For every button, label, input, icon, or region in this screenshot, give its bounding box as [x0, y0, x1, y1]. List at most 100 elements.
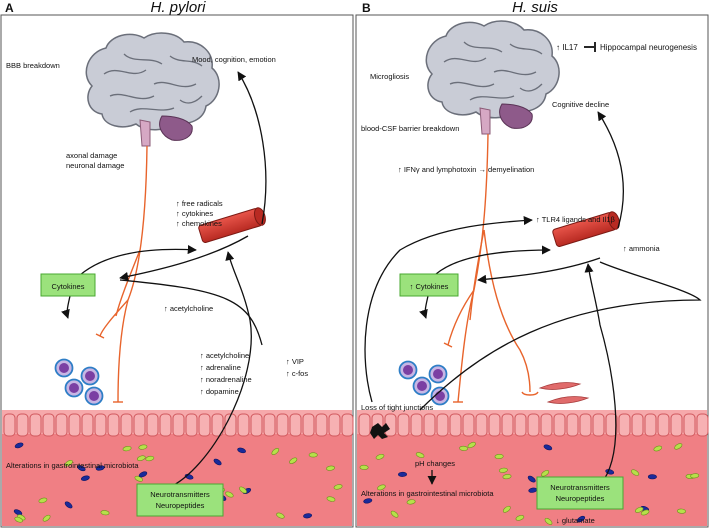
bacterium-green [375, 453, 385, 460]
villus [133, 413, 146, 437]
bacterium-green [138, 444, 148, 450]
villus [579, 413, 592, 437]
bacterium-green [289, 457, 298, 464]
villus [644, 413, 657, 437]
bacterium-blue [363, 498, 373, 504]
arrows-a [61, 71, 267, 489]
villus [436, 413, 449, 437]
tight-junction-icon [370, 423, 390, 439]
glutamate-label: ↓ glutamate [556, 516, 595, 525]
bacterium-blue [64, 501, 73, 509]
bacterium-green [145, 455, 155, 462]
villus [185, 413, 198, 437]
bacterium-green [634, 506, 644, 513]
bacterium-green [690, 473, 700, 479]
brain-a-icon [85, 32, 220, 147]
villus [341, 413, 354, 437]
villus [328, 413, 341, 437]
blood-vessel-b [552, 211, 620, 247]
il17-label: ↑ IL17 [556, 43, 578, 52]
cytokines-up-label: ↑ cytokines [176, 209, 213, 218]
neuro-box-a-line1: Neurotransmitters [150, 490, 210, 499]
vagus-nerve-b [443, 133, 539, 403]
bacterium-green [415, 452, 425, 458]
villus [211, 413, 224, 437]
smooth-muscle-cells [538, 382, 590, 404]
bacterium-green [239, 486, 247, 494]
bacterium-green [406, 499, 416, 505]
bacterium-green [326, 465, 335, 471]
villus [475, 413, 488, 437]
villus [670, 413, 683, 437]
neuro-box-a [136, 483, 224, 517]
villus [683, 413, 696, 437]
villus [224, 413, 237, 437]
immune-cells-b [398, 360, 450, 406]
microbiota-a [13, 442, 343, 523]
neuronal-label: neuronal damage [66, 161, 124, 170]
bacterium-blue [77, 465, 86, 472]
villus [198, 413, 211, 437]
bacterium-blue [543, 444, 553, 451]
bacterium-green [541, 470, 550, 477]
bacterium-green [333, 484, 343, 490]
vagus-nerve-a [95, 145, 148, 403]
villus [501, 413, 514, 437]
villus [289, 413, 302, 437]
tlr4-label: ↑ TLR4 ligands and Il1β [536, 215, 615, 224]
villus [29, 413, 42, 437]
ifn-label: ↑ IFNγ and lymphotoxin → demyelination [398, 165, 534, 174]
villus [462, 413, 475, 437]
panel-b-title: H. suis [512, 0, 558, 16]
microgliosis-label: Microgliosis [370, 72, 409, 81]
panel-b-frame [355, 14, 709, 528]
cytokines-box-a [40, 273, 96, 297]
villus [315, 413, 328, 437]
ph-label: pH changes [415, 459, 455, 468]
bacterium-blue [237, 447, 246, 454]
chemokines-label: ↑ chemokines [176, 219, 222, 228]
villus [358, 413, 371, 437]
bacterium-blue [14, 442, 24, 449]
gut-tissue-b [357, 410, 709, 526]
free-radicals-label: ↑ free radicals [176, 199, 223, 208]
bacterium-green [390, 510, 399, 518]
bacterium-green [122, 445, 132, 452]
villus [449, 413, 462, 437]
immune-cells-a [54, 358, 104, 406]
bacterium-green [653, 445, 663, 452]
cytokines-box-b [399, 273, 459, 297]
bacterium-blue [647, 474, 657, 480]
villus [592, 413, 605, 437]
bacterium-green [326, 496, 336, 502]
neuro-box-b [536, 476, 624, 510]
panel-b-letter: B [362, 1, 371, 15]
bacterium-green [308, 452, 318, 458]
bacterium-green [494, 453, 504, 460]
bacterium-green [100, 510, 110, 516]
panel-a-letter: A [5, 1, 14, 15]
villus [16, 413, 29, 437]
arrows-b [364, 111, 702, 486]
bacterium-green [42, 514, 51, 522]
villus [94, 413, 107, 437]
villus [514, 413, 527, 437]
villus [488, 413, 501, 437]
mood-label: Mood, cognition, emotion [192, 55, 276, 64]
nt-label-1: ↑ adrenaline [200, 363, 241, 372]
bacterium-green [459, 445, 469, 451]
villus [172, 413, 185, 437]
villus [237, 413, 250, 437]
bacterium-green [631, 469, 640, 476]
hippo-label: Hippocampal neurogenesis [600, 43, 697, 52]
villus [410, 413, 423, 437]
bacterium-blue [13, 509, 23, 516]
villus [250, 413, 263, 437]
villus [553, 413, 566, 437]
bacterium-green [515, 515, 525, 521]
villus [618, 413, 631, 437]
bacterium-green [276, 512, 285, 519]
microbiota-a-label: Alterations in gastrointestinal microbio… [6, 461, 139, 470]
